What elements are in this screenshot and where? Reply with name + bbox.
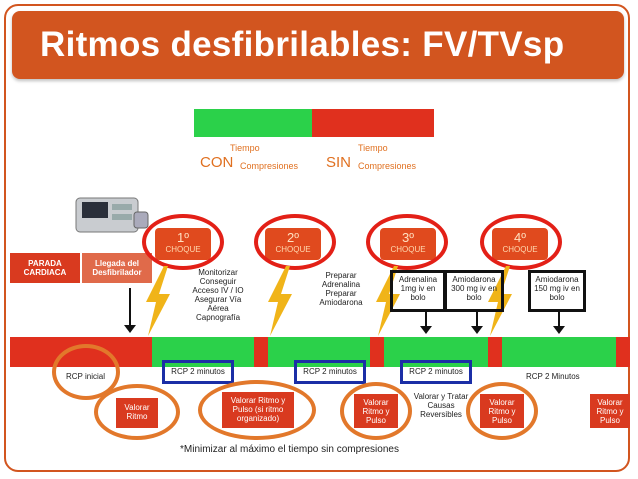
eval-1-ring [94, 384, 180, 440]
rcp-block-2: RCP 2 minutos [294, 360, 366, 384]
legend-con-big: CON [200, 154, 234, 171]
eval-2-ring [198, 380, 316, 440]
arrival-arrow [124, 288, 136, 333]
legend-sin-small: Compresiones [358, 161, 417, 171]
lightning-icon-3 [376, 266, 400, 336]
legend-con-top: Tiempo [230, 143, 260, 153]
timeline-red-3 [370, 337, 384, 367]
drug3-arrow [553, 312, 565, 334]
timeline-green-4 [502, 337, 616, 367]
legend-sin-top: Tiempo [358, 143, 388, 153]
lightning-icon-4 [488, 266, 512, 336]
lightning-icon-2 [268, 266, 292, 336]
eval-3-ring [340, 382, 412, 440]
legend-green-bar [194, 109, 312, 137]
shock-4-ring [480, 214, 562, 270]
drug1-arrow [420, 312, 432, 334]
legend-sin-big: SIN [326, 154, 352, 171]
drug2-arrow [471, 312, 483, 334]
timeline-red-2 [254, 337, 268, 367]
defibrillator-icon [75, 197, 149, 233]
rcp-block-1: RCP 2 minutos [162, 360, 234, 384]
rcp-last-label: RCP 2 Minutos [526, 372, 580, 381]
eval-5-ring [466, 382, 538, 440]
shock-3-ring [366, 214, 448, 270]
legend-red-bar [312, 109, 434, 137]
title-banner: Ritmos desfibrilables: FV/TVsp [12, 11, 624, 79]
timeline-red-1 [130, 337, 152, 367]
shock-2-ring [254, 214, 336, 270]
lightning-icon-1 [146, 266, 170, 336]
footnote: *Minimizar al máximo el tiempo sin compr… [180, 444, 399, 455]
rcp-block-3: RCP 2 minutos [400, 360, 472, 384]
rcp-initial-ring [52, 344, 120, 400]
page-title: Ritmos desfibrilables: FV/TVsp [40, 25, 565, 64]
timeline-red-4 [488, 337, 502, 367]
legend-con-small: Compresiones [240, 161, 299, 171]
timeline-red-5 [616, 337, 630, 367]
shock-1-ring [142, 214, 224, 270]
slide-frame [4, 4, 630, 472]
